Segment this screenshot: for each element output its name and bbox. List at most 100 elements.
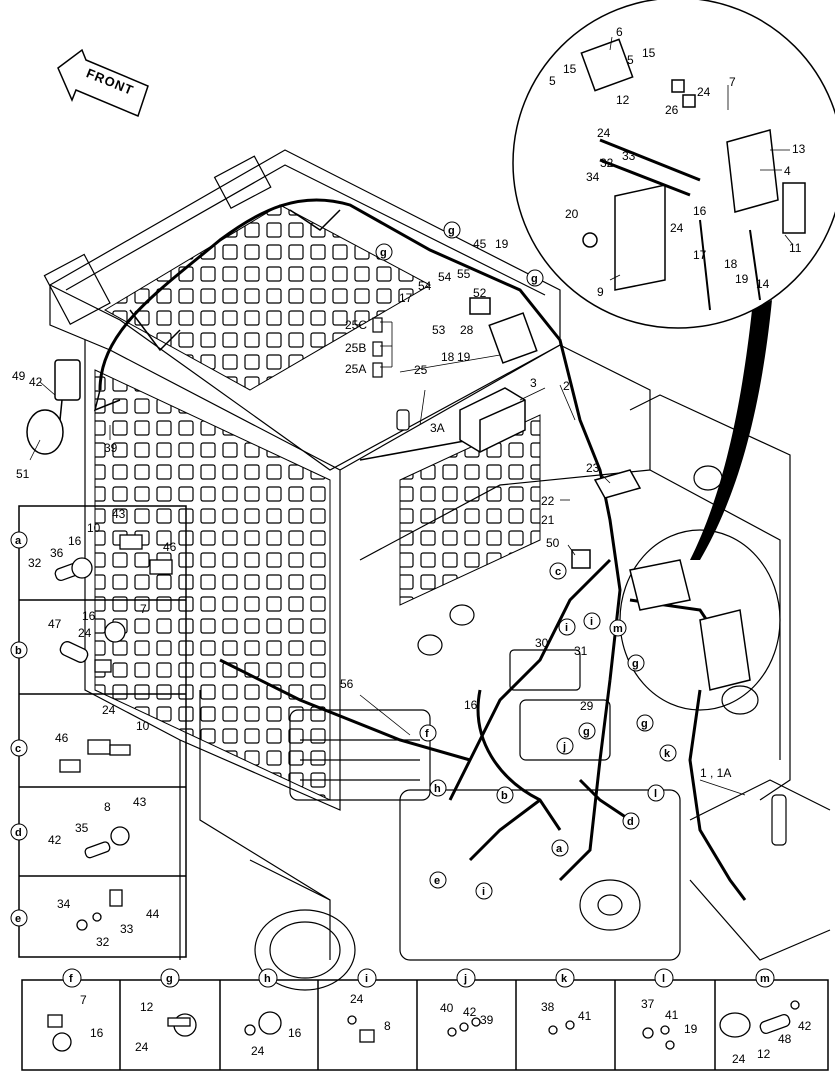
- bottom-f-label: 7: [80, 993, 87, 1007]
- bottom-panel-k-letter: k: [555, 968, 575, 988]
- svg-text:i: i: [365, 973, 368, 985]
- svg-text:g: g: [531, 273, 538, 285]
- svg-text:l: l: [654, 788, 657, 800]
- flasher-unit: [580, 38, 634, 92]
- bottom-k-label: 38: [541, 1000, 555, 1014]
- callout-24b: 24: [597, 126, 611, 140]
- side-panel-b-letter: b: [10, 641, 28, 659]
- bottom-panel-g-letter: g: [160, 968, 180, 988]
- fuse-box-cover: [614, 184, 666, 291]
- marker-i: i: [475, 882, 493, 900]
- rear-grille-left: [94, 369, 331, 801]
- callout-23: 23: [586, 461, 600, 475]
- callout-15a: 15: [642, 46, 656, 60]
- svg-text:g: g: [166, 973, 173, 985]
- bottom-g-label: 12: [140, 1000, 154, 1014]
- side-panel-d-letter: d: [10, 823, 28, 841]
- bottom-i-label: 8: [384, 1019, 391, 1033]
- svg-text:g: g: [641, 718, 648, 730]
- marker-d: d: [622, 812, 640, 830]
- callout-50: 50: [546, 536, 560, 550]
- work-light: [459, 387, 526, 453]
- svg-text:j: j: [463, 973, 467, 985]
- bottom-k-label: 41: [578, 1009, 592, 1023]
- svg-text:g: g: [448, 225, 455, 237]
- roof-grille: [103, 204, 432, 391]
- callout-51: 51: [16, 467, 30, 481]
- svg-text:g: g: [380, 247, 387, 259]
- callout-32: 32: [600, 156, 614, 170]
- side-d-label: 42: [48, 833, 62, 847]
- callout-25: 25: [414, 363, 428, 377]
- callout-42: 42: [29, 375, 43, 389]
- svg-text:e: e: [15, 913, 21, 925]
- callout-17a: 17: [399, 291, 413, 305]
- callout-39: 39: [104, 441, 118, 455]
- svg-text:b: b: [15, 645, 22, 657]
- svg-text:d: d: [627, 816, 634, 828]
- callout-11: 11: [789, 241, 802, 255]
- bottom-panel-l-letter: l: [654, 968, 674, 988]
- side-panel-e-letter: e: [10, 909, 28, 927]
- fuse-box-main: [629, 559, 751, 691]
- bottom-h-label: 24: [251, 1044, 265, 1058]
- callout-18b: 18: [724, 257, 738, 271]
- callout-17b: 17: [693, 248, 707, 262]
- callout-numbers: 49 42 51 39 45 19 54 55 54 17 52 53 28 1…: [12, 25, 806, 780]
- marker-e: e: [429, 871, 447, 889]
- grommet-23: [593, 469, 642, 499]
- svg-text:i: i: [482, 886, 485, 898]
- callout-15b: 15: [563, 62, 577, 76]
- marker-h: h: [429, 779, 447, 797]
- callout-55: 55: [457, 267, 471, 281]
- side-panel-c-letter: c: [10, 739, 28, 757]
- marker-l: l: [647, 784, 665, 802]
- svg-text:j: j: [562, 741, 566, 753]
- callout-29: 29: [580, 699, 594, 713]
- callout-5b: 5: [549, 74, 556, 88]
- marker-i: i: [583, 612, 601, 630]
- callout-16: 16: [693, 204, 707, 218]
- side-e-label: 34: [57, 897, 71, 911]
- svg-text:e: e: [434, 875, 440, 887]
- bottom-m-label: 42: [798, 1019, 812, 1033]
- callout-24c: 24: [670, 221, 684, 235]
- svg-text:k: k: [664, 748, 671, 760]
- svg-text:g: g: [632, 658, 639, 670]
- callout-9: 9: [597, 285, 604, 299]
- svg-text:c: c: [15, 743, 21, 755]
- bottom-f-label: 16: [90, 1026, 104, 1040]
- callout-28: 28: [460, 323, 474, 337]
- callout-3: 3: [530, 376, 537, 390]
- callout-20: 20: [565, 207, 579, 221]
- relay-50: [571, 549, 591, 569]
- callout-56: 56: [340, 677, 354, 691]
- callout-6: 6: [616, 25, 623, 39]
- bottom-l-label: 41: [665, 1008, 679, 1022]
- side-b-label: 16: [82, 609, 96, 623]
- callout-53: 53: [432, 323, 446, 337]
- marker-k: k: [659, 744, 677, 762]
- side-a-label: 32: [28, 556, 42, 570]
- bottom-j-label: 39: [480, 1013, 494, 1027]
- marker-c: c: [549, 562, 567, 580]
- bottom-l-label: 19: [684, 1022, 698, 1036]
- side-d-label: 43: [133, 795, 147, 809]
- marker-g: g: [636, 714, 654, 732]
- side-d-label: 35: [75, 821, 89, 835]
- callout-19b: 19: [457, 350, 471, 364]
- side-c-label: 46: [55, 731, 69, 745]
- marker-g: g: [526, 269, 544, 287]
- bottom-panel-m-letter: m: [755, 968, 775, 988]
- side-panel-art: [54, 534, 173, 931]
- svg-text:l: l: [662, 973, 665, 985]
- side-a-label: 43: [112, 507, 126, 521]
- bottom-panel-letters: f g h i j k l m: [62, 968, 775, 988]
- horn: [26, 359, 81, 455]
- callout-5a: 5: [627, 53, 634, 67]
- callout-13: 13: [792, 142, 806, 156]
- bottom-j-label: 40: [440, 1001, 454, 1015]
- callout-25a: 25A: [345, 362, 366, 376]
- side-panel-labels: 43 10 16 36 32 46 16 7 47 24 24 10 46 8 …: [28, 507, 177, 949]
- svg-text:i: i: [590, 616, 593, 628]
